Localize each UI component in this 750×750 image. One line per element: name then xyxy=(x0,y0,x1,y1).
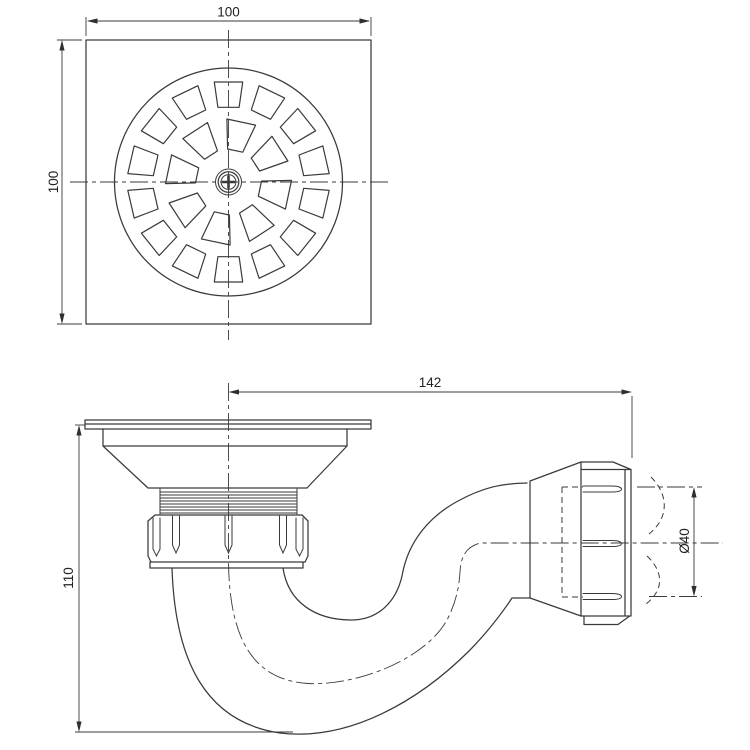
arrowhead-top xyxy=(691,487,697,498)
arrowhead-left xyxy=(87,18,98,24)
grate-outer-hole xyxy=(213,81,244,108)
grate-inner-hole xyxy=(257,179,293,210)
flange xyxy=(84,419,372,447)
arrowhead-top xyxy=(59,40,65,51)
grate-inner-hole xyxy=(168,192,207,229)
center-screw xyxy=(215,168,242,196)
pipe-break-line-lower xyxy=(645,555,661,605)
grate-inner-hole xyxy=(200,211,231,246)
dimension-top-width: 100 xyxy=(85,5,372,36)
outlet-nut-rib-middle xyxy=(582,540,623,547)
nut-rib-right xyxy=(279,515,287,555)
grate-outer-hole xyxy=(140,219,178,257)
trap-inner-wall xyxy=(282,482,528,621)
grate-outer-hole xyxy=(127,145,159,177)
grate-outer-hole xyxy=(298,187,330,219)
grate-outer-hole xyxy=(279,219,317,257)
dimension-outlet-diameter: Ø40 xyxy=(637,486,702,597)
dimension-side-height: 110 xyxy=(61,424,293,733)
grate-circle-outline xyxy=(113,67,344,297)
outlet-nut-rib-top xyxy=(582,485,623,493)
dimension-label-side-width: 142 xyxy=(419,375,442,390)
trap-outer-wall xyxy=(171,567,531,735)
nut-edge-rib-right xyxy=(295,517,304,558)
coupling-nut xyxy=(147,514,309,569)
flange-plate xyxy=(84,419,372,430)
arrowhead-top xyxy=(76,425,82,436)
hidden-pipe-inside-nut xyxy=(561,486,583,598)
grate-outer-hole xyxy=(298,145,330,177)
trap-centerline xyxy=(228,383,723,685)
top-view: 100 100 xyxy=(46,5,392,340)
grate-outer-hole xyxy=(140,107,178,145)
grate-inner-hole xyxy=(250,135,289,172)
arrowhead-left xyxy=(228,389,239,395)
grate-inner-hole xyxy=(182,122,219,160)
nut-bottom-plate xyxy=(149,561,306,569)
arrowhead-right xyxy=(359,18,370,24)
dimension-side-width: 142 xyxy=(228,375,633,458)
outlet-nut-body xyxy=(580,461,632,617)
arrowhead-right xyxy=(621,389,632,395)
dimension-label-outlet-diameter: Ø40 xyxy=(677,528,692,554)
threaded-neck xyxy=(159,488,298,515)
dimension-label-left-height: 100 xyxy=(46,171,61,194)
dimension-label-side-height: 110 xyxy=(61,567,76,589)
dimension-label-top-width: 100 xyxy=(217,5,240,20)
u-trap-tube xyxy=(171,482,531,735)
arrowhead-bottom xyxy=(76,721,82,732)
nut-edge-rib-left xyxy=(152,517,161,558)
side-view: 142 110 Ø40 xyxy=(61,375,723,735)
phillips-cross-icon xyxy=(222,175,235,189)
arrowhead-bottom xyxy=(59,313,65,324)
grate-outer-hole xyxy=(250,85,286,120)
extension-lines xyxy=(85,17,372,36)
nut-rib-middle xyxy=(224,515,233,555)
thread-lines xyxy=(159,491,298,514)
grate-outer-hole xyxy=(171,244,207,279)
grate-outer-hole xyxy=(171,85,207,120)
dimension-left-height: 100 xyxy=(46,39,82,325)
grate-outer-hole xyxy=(127,187,159,219)
grate-outer-hole xyxy=(279,107,317,145)
nut-body xyxy=(147,514,309,563)
extension-lines xyxy=(57,39,82,325)
screw-recess-circle xyxy=(215,168,242,196)
grate-inner-hole xyxy=(164,154,200,185)
grate-outer-hole xyxy=(213,256,244,283)
arrowhead-bottom xyxy=(691,586,697,597)
outlet-nut-rib-bottom xyxy=(582,593,623,600)
grate-hole-pattern xyxy=(127,81,330,283)
grate-inner-hole xyxy=(238,204,275,242)
grate-outer-hole xyxy=(250,244,286,279)
outlet-cone xyxy=(529,461,582,617)
pipe-break-line-upper xyxy=(648,476,665,535)
screw-head-circle xyxy=(217,171,240,193)
nut-rib-left xyxy=(172,515,180,555)
flange-step xyxy=(102,428,348,447)
grate-inner-hole xyxy=(226,118,257,153)
outlet-nut-bottom-cap xyxy=(583,615,630,626)
screw-head-inner-circle xyxy=(220,174,237,190)
outlet-assembly xyxy=(529,461,665,626)
funnel-cone xyxy=(102,445,348,489)
